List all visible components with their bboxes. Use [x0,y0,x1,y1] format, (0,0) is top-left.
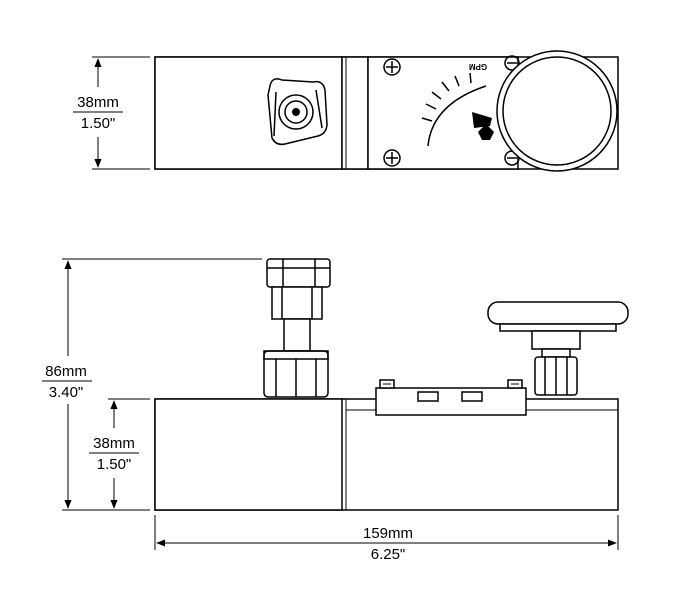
gauge-unit-label: GPM [469,62,488,71]
top-height-dimension: 38mm 1.50" [73,56,150,170]
side-gauge-bracket [375,379,527,416]
gauge-tick-marks [421,72,472,122]
total-height-imperial: 3.40" [49,384,84,401]
body-height-dimension: 38mm 1.50" [89,398,150,509]
total-height-metric: 86mm [45,363,87,380]
side-knob-assembly [487,301,629,396]
flow-adjust-knob-top [496,50,618,172]
total-height-dimension: 86mm 3.40" [42,258,262,511]
body-height-imperial: 1.50" [97,456,132,473]
length-imperial: 6.25" [371,546,406,563]
gauge-pointer [472,112,492,128]
top-view: GPM [73,50,619,172]
top-screw-lower [383,149,401,167]
side-view: 86mm 3.40" 38mm 1.50" 159mm 6.25" [42,258,629,563]
top-height-metric: 38mm [77,94,119,111]
side-valve-assembly [263,258,331,398]
gauge-scale-arc [427,85,487,147]
length-dimension: 159mm 6.25" [154,515,619,563]
length-metric: 159mm [363,525,413,542]
side-view-end-block [154,398,343,511]
top-screw-right-upper [504,55,520,71]
top-view-gauge-plate [367,56,519,170]
valve-handle-top [267,78,328,146]
logo-mark [478,124,494,140]
body-height-metric: 38mm [93,435,135,452]
top-height-imperial: 1.50" [81,115,116,132]
top-screw-upper [383,58,401,76]
